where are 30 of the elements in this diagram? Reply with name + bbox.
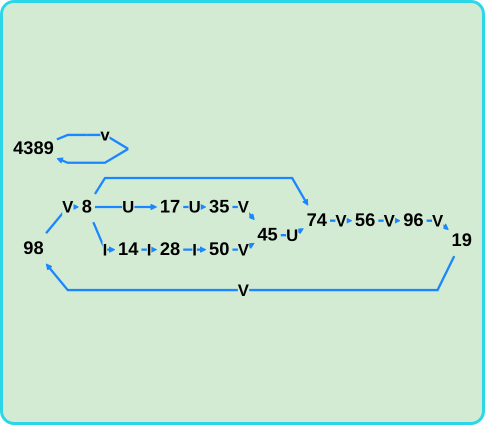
edge-label: U xyxy=(122,197,134,216)
arrow xyxy=(46,256,456,292)
node-text: 45 xyxy=(257,224,278,246)
node-text: 8 xyxy=(82,196,92,217)
node-text: 14 xyxy=(118,238,138,260)
node-text: 56 xyxy=(354,210,376,231)
edge-label: I xyxy=(102,240,108,260)
node-text: 19 xyxy=(452,230,472,251)
node-text: 17 xyxy=(160,196,180,217)
edge-label: V xyxy=(335,211,347,230)
node-text: 74 xyxy=(306,210,327,231)
arrow xyxy=(141,246,158,253)
edge-label: V xyxy=(238,280,249,300)
edge-label: I xyxy=(192,240,197,260)
node-text: 4389 xyxy=(13,138,54,159)
edge-label: v xyxy=(100,125,110,144)
edge-label: V xyxy=(384,211,395,230)
arrow xyxy=(94,176,308,206)
arrow xyxy=(92,222,116,253)
node-text: 98 xyxy=(23,238,44,258)
arrow xyxy=(183,246,206,253)
edge-label: U xyxy=(188,197,201,216)
edge-label: V xyxy=(238,197,249,216)
edge-label: U xyxy=(286,226,298,245)
edge-label: V xyxy=(62,197,74,216)
node-text: 50 xyxy=(209,238,230,260)
node-text: 35 xyxy=(209,196,230,217)
edge-label: V xyxy=(432,211,444,230)
edge-label: I xyxy=(146,240,152,260)
node-text: 28 xyxy=(160,238,180,260)
